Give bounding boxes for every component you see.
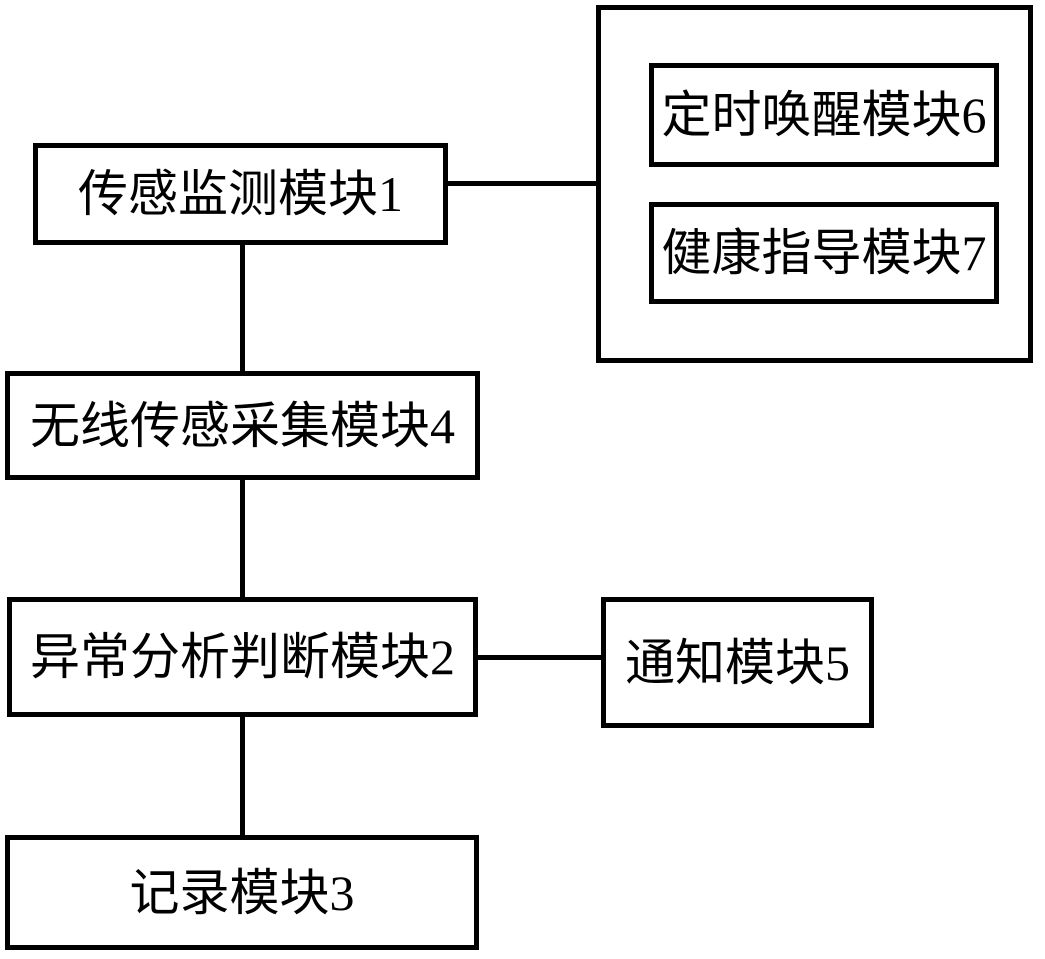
node-sensor-monitoring-module-1: 传感监测模块1 [33, 143, 448, 245]
node-timer-wakeup-module-6: 定时唤醒模块6 [649, 63, 999, 167]
connector-abnormal-to-notification [478, 655, 601, 660]
node-notification-module-5: 通知模块5 [601, 597, 874, 728]
connector-sensor-to-wireless [240, 245, 245, 371]
node-health-guidance-module-7: 健康指导模块7 [649, 202, 999, 304]
connector-sensor-to-aux-group [448, 181, 596, 186]
node-record-module-3: 记录模块3 [5, 835, 479, 950]
node-wireless-sensor-collection-module-4: 无线传感采集模块4 [5, 371, 480, 480]
aux-modules-group-box [596, 5, 1033, 363]
node-label: 健康指导模块7 [661, 225, 987, 281]
node-abnormal-analysis-judgment-module-2: 异常分析判断模块2 [7, 597, 478, 717]
connector-wireless-to-abnormal [240, 480, 245, 597]
node-label: 无线传感采集模块4 [30, 397, 455, 454]
node-label: 异常分析判断模块2 [30, 629, 455, 685]
node-label: 定时唤醒模块6 [661, 87, 987, 143]
connector-abnormal-to-record [240, 717, 245, 835]
node-label: 传感监测模块1 [78, 166, 403, 222]
node-label: 通知模块5 [625, 634, 850, 691]
node-label: 记录模块3 [129, 864, 355, 921]
